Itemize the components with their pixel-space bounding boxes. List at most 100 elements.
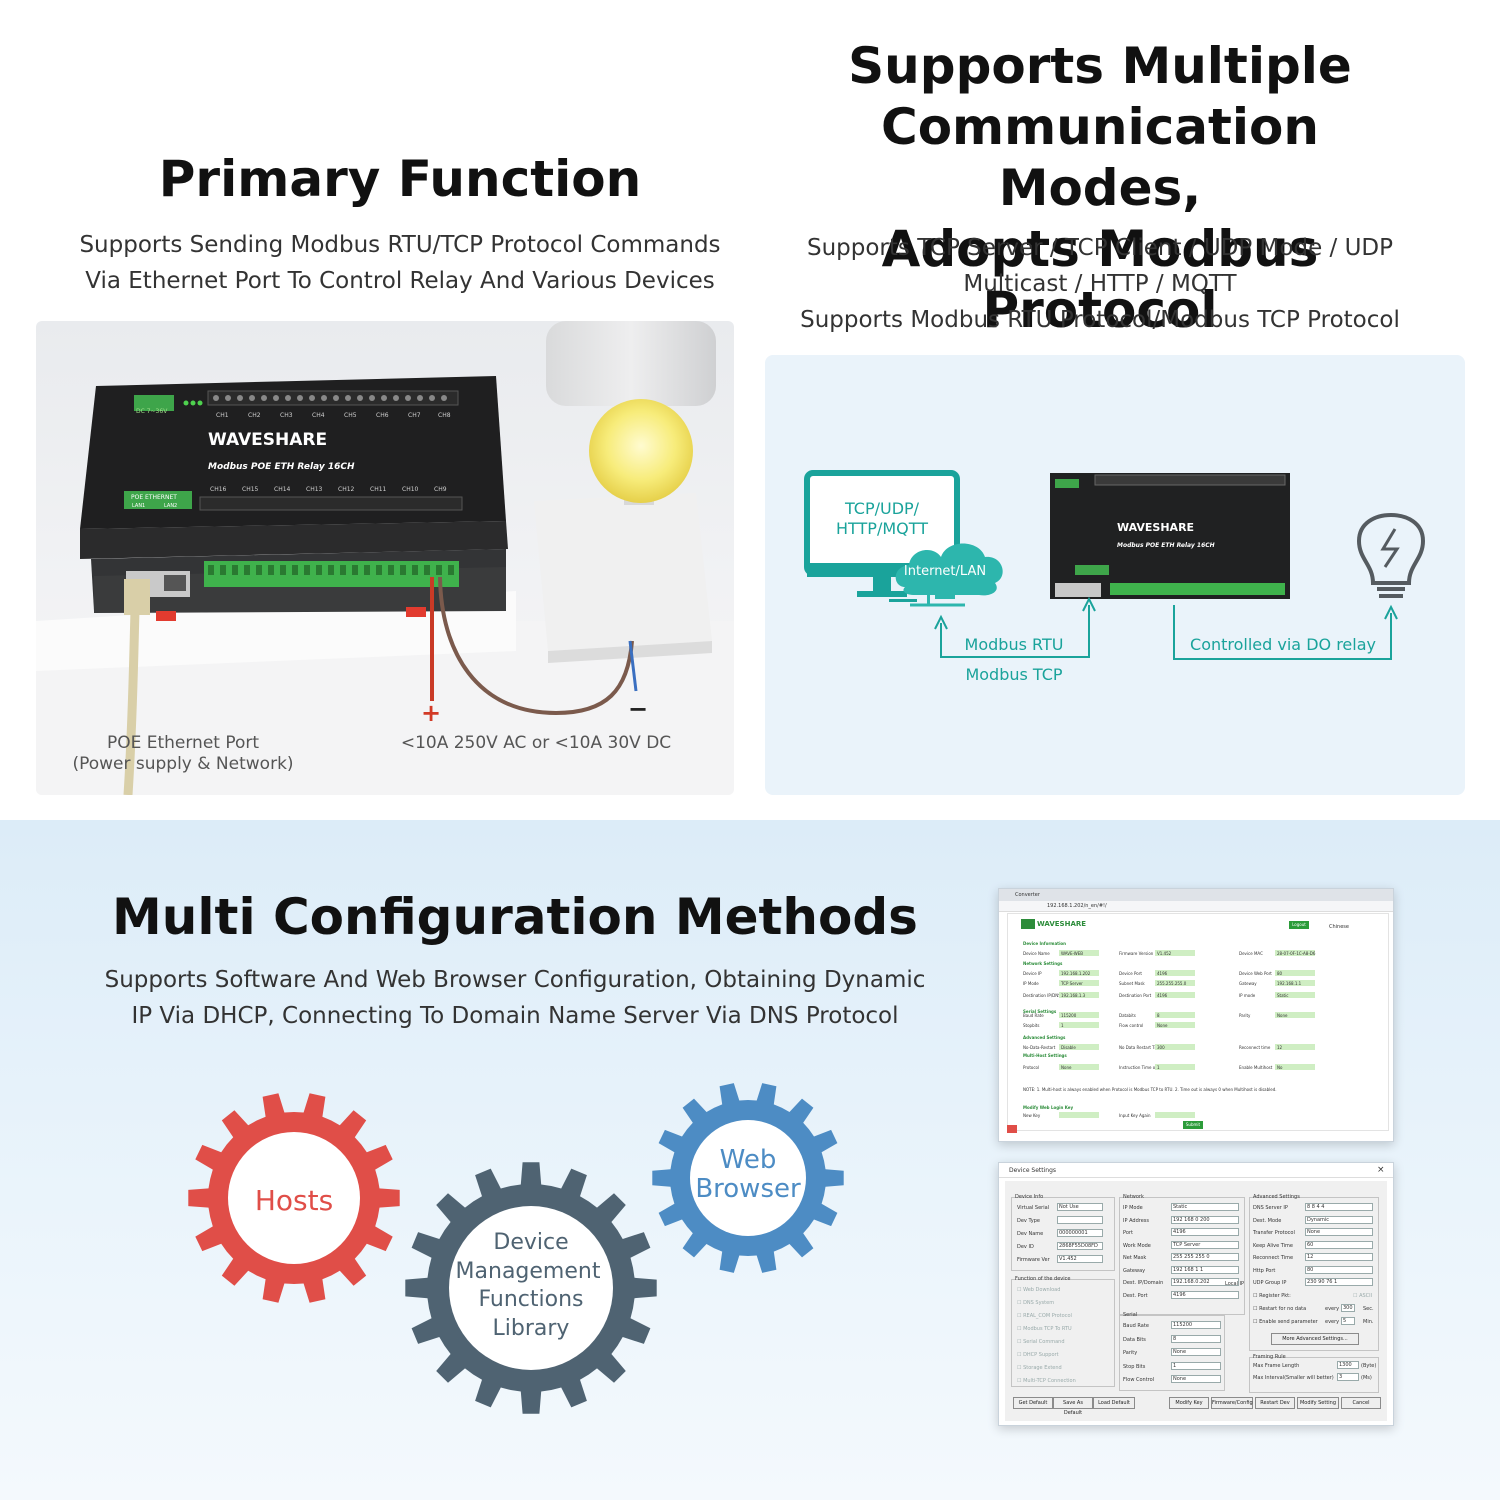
dialog-button[interactable]: Cancel <box>1341 1397 1381 1409</box>
field-input[interactable]: 115200 <box>1059 1012 1099 1018</box>
field-input[interactable]: None <box>1171 1348 1221 1356</box>
field-input[interactable]: 12 <box>1275 1044 1315 1050</box>
subtitle-line: Supports TCP Server / TCP Client / UDP M… <box>806 235 1394 261</box>
field-input[interactable]: 255.255.255.0 <box>1155 980 1195 986</box>
field-input[interactable]: 192.168.1.202 <box>1059 970 1099 976</box>
field-input[interactable]: None <box>1305 1228 1373 1236</box>
field-input[interactable]: 192.168.0.202 <box>1171 1278 1239 1286</box>
function-checkbox: ☐ Storage Extend <box>1017 1365 1062 1371</box>
field-input[interactable]: 300 <box>1341 1304 1355 1312</box>
field-value: 192 168 1 1 <box>1173 1266 1204 1273</box>
field-input[interactable]: Dynamic <box>1305 1215 1373 1224</box>
field-input[interactable]: 4196 <box>1155 992 1195 998</box>
field-value: 1 <box>1173 1362 1177 1369</box>
field-input[interactable]: 115200 <box>1171 1321 1221 1329</box>
field-input[interactable]: 4196 <box>1155 970 1195 976</box>
field-input[interactable]: TCP Server <box>1171 1240 1239 1249</box>
dialog-button[interactable]: Get Default <box>1013 1397 1053 1409</box>
field-input[interactable]: 300 <box>1155 1044 1195 1050</box>
field-input[interactable]: 8 <box>1171 1334 1221 1343</box>
dialog-button[interactable]: Modify Key <box>1169 1397 1209 1409</box>
field-input[interactable]: 80 <box>1305 1265 1373 1274</box>
field-input[interactable]: 192 168 0 200 <box>1171 1215 1239 1224</box>
field-label: Dev Type <box>1017 1218 1040 1224</box>
field-input[interactable]: V1.452 <box>1155 950 1195 956</box>
field-input[interactable]: V1.452 <box>1057 1255 1103 1263</box>
dialog-button[interactable]: Modify Setting <box>1297 1397 1339 1409</box>
modbus-rtu-label: Modbus RTU <box>965 635 1064 654</box>
field-input[interactable] <box>1155 1112 1195 1118</box>
field-input[interactable]: Not Use <box>1057 1203 1103 1211</box>
field-input[interactable]: 60 <box>1305 1240 1373 1249</box>
web-config-screenshot: Converter 192.168.1.202/n_en/#!/ WAVESHA… <box>998 888 1394 1142</box>
field-input[interactable]: No <box>1275 1064 1315 1070</box>
channel-label: CH4 <box>312 412 325 419</box>
chat-icon[interactable] <box>1007 1125 1017 1133</box>
field-input[interactable]: 192 168 1 1 <box>1171 1265 1239 1274</box>
field-input[interactable]: 1 <box>1059 1022 1099 1028</box>
channel-label: CH16 <box>210 486 227 493</box>
field-label: IP Mode <box>1023 981 1039 986</box>
field-input[interactable]: 230 90 76 1 <box>1305 1278 1373 1286</box>
browser-tab[interactable]: Converter <box>1015 892 1040 898</box>
field-input[interactable]: TCP Server <box>1059 980 1099 986</box>
field-input[interactable]: 5 <box>1341 1317 1355 1325</box>
field-input[interactable]: Disable <box>1059 1044 1099 1050</box>
address-bar[interactable]: 192.168.1.202/n_en/#!/ <box>1047 903 1107 909</box>
field-label: Firmware Ver <box>1017 1257 1050 1263</box>
submit-button[interactable]: Submit <box>1183 1121 1203 1129</box>
field-input[interactable]: 192.168.1.1 <box>1275 980 1315 986</box>
field-input[interactable]: 1 <box>1171 1361 1221 1370</box>
field-input[interactable]: 2868F55D08FD <box>1057 1242 1103 1250</box>
field-input[interactable]: 4196 <box>1171 1228 1239 1236</box>
field-input[interactable]: 80 <box>1275 970 1315 976</box>
field-value: None <box>1157 1023 1168 1028</box>
field-input[interactable]: 8 8 4 4 <box>1305 1203 1373 1211</box>
relay-control-label: Controlled via DO relay <box>1190 635 1376 654</box>
field-label: Input Key Again <box>1119 1113 1151 1118</box>
close-icon[interactable]: × <box>1377 1165 1385 1175</box>
field-value: 4196 <box>1157 993 1168 998</box>
field-input[interactable] <box>1057 1216 1103 1224</box>
field-input[interactable]: 000000001 <box>1057 1229 1103 1237</box>
dialog-button[interactable]: Firmware/Config <box>1211 1397 1253 1409</box>
field-value: 1300 <box>1339 1362 1352 1368</box>
hosts-label: Hosts <box>255 1184 333 1217</box>
poe-caption-line: (Power supply & Network) <box>72 754 293 774</box>
field-input[interactable]: 8 <box>1155 1012 1195 1018</box>
field-input[interactable]: None <box>1171 1375 1221 1383</box>
field-input[interactable]: 255 255 255 0 <box>1171 1253 1239 1261</box>
language-link[interactable]: Chinese <box>1329 924 1349 930</box>
dialog-button[interactable]: Load Default <box>1093 1397 1135 1409</box>
field-value: 5 <box>1343 1318 1347 1324</box>
web-browser-gear <box>652 1083 844 1273</box>
field-value: None <box>1061 1065 1072 1070</box>
dialog-button[interactable]: Save As Default <box>1053 1397 1093 1416</box>
field-label: DNS Server IP <box>1253 1205 1288 1211</box>
lan1-label: LAN1 <box>132 503 145 509</box>
every-label: every <box>1325 1306 1340 1312</box>
field-input[interactable]: None <box>1275 1012 1315 1018</box>
field-input[interactable]: 3 <box>1337 1373 1359 1381</box>
field-input[interactable]: None <box>1155 1022 1195 1028</box>
library-label-line: Library <box>493 1316 570 1341</box>
field-label: IP Address <box>1123 1217 1149 1224</box>
more-advanced-button[interactable]: More Advanced Settings... <box>1271 1333 1359 1345</box>
field-input[interactable]: 1 <box>1155 1064 1195 1070</box>
field-input[interactable]: Static <box>1275 992 1315 998</box>
dialog-button[interactable]: Restart Dev <box>1255 1397 1295 1409</box>
field-input[interactable]: 4196 <box>1171 1290 1239 1299</box>
field-input[interactable]: 192.168.1.3 <box>1059 992 1099 998</box>
field-label: Device Port <box>1119 971 1142 976</box>
field-input[interactable]: 12 <box>1305 1253 1373 1261</box>
field-input[interactable]: 28-07-0F-1C-A8-D6 <box>1275 950 1315 956</box>
field-input[interactable]: WAVE-WEB <box>1059 950 1099 956</box>
field-label: Dev ID <box>1017 1244 1034 1250</box>
field-input[interactable]: None <box>1059 1064 1099 1070</box>
field-label: IP Mode <box>1123 1205 1143 1211</box>
logout-button[interactable]: Logout <box>1289 921 1309 929</box>
communication-diagram: TCP/UDP/ HTTP/MQTT Internet/LAN WAVESHAR… <box>765 355 1465 795</box>
field-input[interactable] <box>1059 1112 1099 1118</box>
field-input[interactable]: 1300 <box>1337 1361 1359 1369</box>
field-input[interactable]: Static <box>1171 1203 1239 1211</box>
